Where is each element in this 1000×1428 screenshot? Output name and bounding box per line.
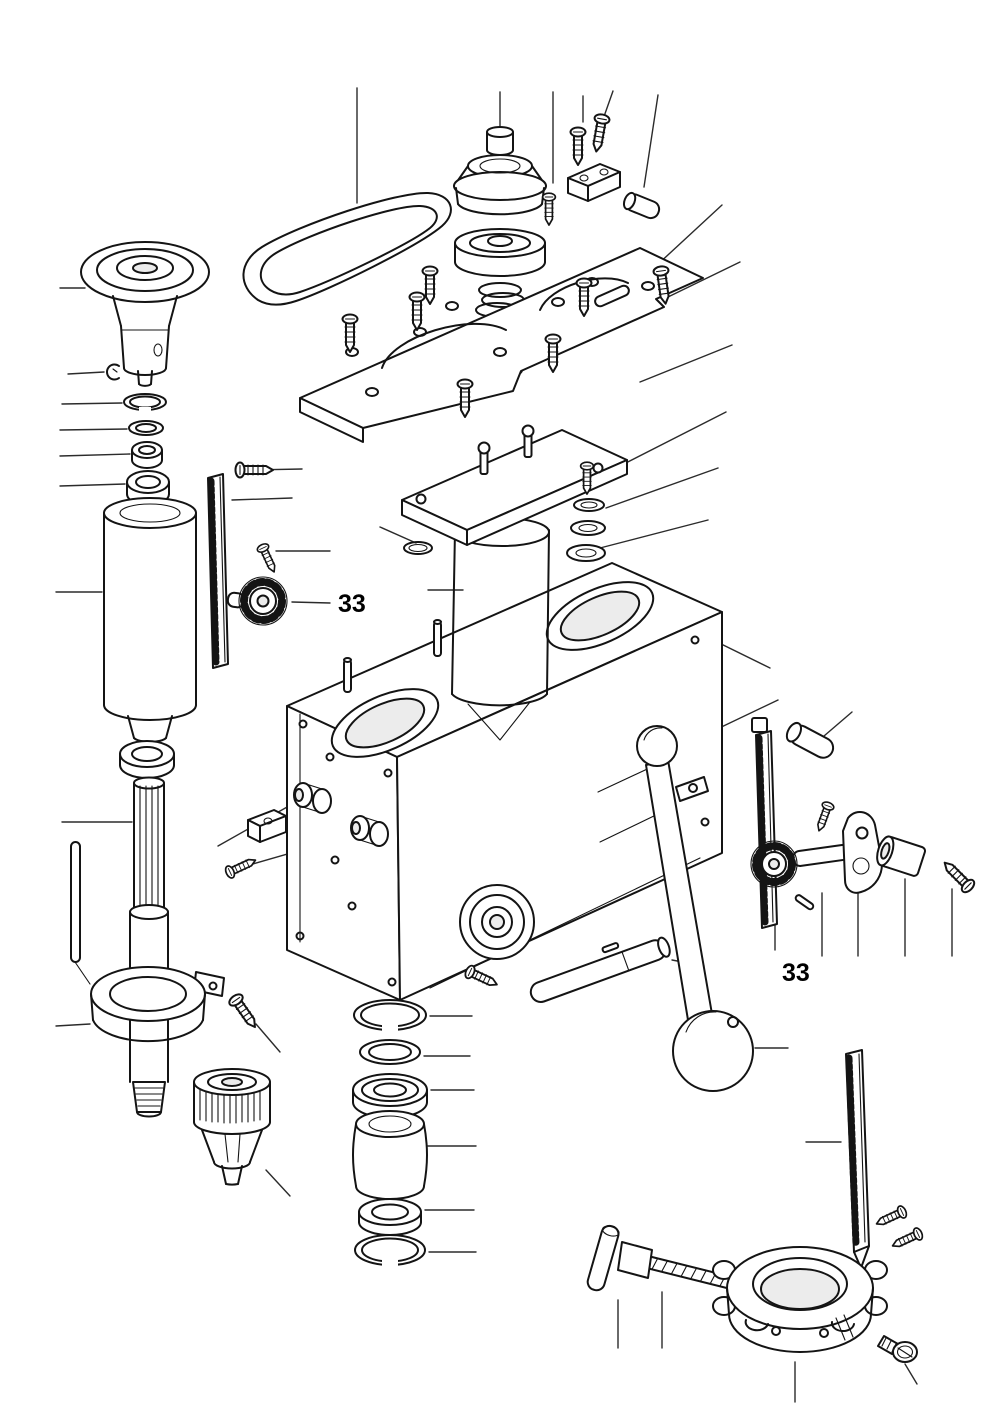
pinion-gear-upper xyxy=(226,576,288,626)
spindle-pulley xyxy=(454,228,546,277)
tommy-bar xyxy=(586,1224,620,1292)
stud xyxy=(521,424,535,458)
rack-column xyxy=(845,1049,870,1269)
snap-ring-small xyxy=(123,393,167,413)
flat-washer xyxy=(128,420,164,436)
switch-bracket xyxy=(247,809,287,843)
spacer-sleeve xyxy=(352,1110,428,1200)
screw xyxy=(341,313,359,353)
screw xyxy=(255,541,281,576)
bearing-small xyxy=(358,1198,422,1236)
cam-lever xyxy=(842,810,883,894)
callout-33-lower: 33 xyxy=(782,959,810,987)
screw xyxy=(408,291,426,331)
screw xyxy=(812,799,836,834)
ball-bearing-large xyxy=(352,1073,428,1119)
rack-lower xyxy=(751,717,778,929)
screw xyxy=(587,112,612,154)
mounting-bracket xyxy=(567,163,621,202)
screw xyxy=(569,126,587,166)
pin-small xyxy=(601,942,620,954)
column-clamp-collar xyxy=(712,1246,888,1353)
roll-pin xyxy=(785,721,835,759)
handle-ball-knob xyxy=(672,1010,754,1092)
motor-mount-plate xyxy=(299,247,704,443)
drill-chuck xyxy=(193,1068,271,1186)
clamp-collar xyxy=(90,966,225,1043)
stud xyxy=(477,441,491,475)
spline-shaft xyxy=(133,776,165,911)
handle-rod xyxy=(70,841,91,985)
screw xyxy=(873,1203,910,1231)
drive-belt xyxy=(242,191,452,306)
headstock-casting xyxy=(286,562,723,1001)
set-screw-large xyxy=(877,1335,918,1363)
e-clip xyxy=(106,363,120,381)
cross-rod xyxy=(529,936,671,1003)
screw xyxy=(226,991,263,1033)
quill-cylinder xyxy=(103,497,197,743)
flat-ring xyxy=(359,1039,421,1065)
bearing-lower xyxy=(119,740,175,779)
callout-33-upper: 33 xyxy=(338,590,366,618)
collar-nut xyxy=(131,441,163,469)
washer-stack xyxy=(566,498,606,562)
pin xyxy=(622,191,661,220)
boss-pair-lower xyxy=(350,815,389,847)
screw xyxy=(938,856,978,896)
screw xyxy=(889,1225,926,1253)
feed-hub xyxy=(80,241,210,387)
bearing-boss xyxy=(459,884,535,960)
threaded-tip xyxy=(132,1081,166,1118)
snap-ring-upper xyxy=(353,999,427,1034)
screw xyxy=(222,853,259,881)
retaining-ring xyxy=(403,541,433,555)
motor-pulley xyxy=(453,126,547,216)
bushing-sleeve xyxy=(876,835,927,877)
feed-handle-arm xyxy=(636,725,713,1021)
screw xyxy=(541,192,557,226)
rack-upper xyxy=(207,473,229,669)
screw xyxy=(462,963,501,992)
screw xyxy=(234,461,274,479)
boss-pair-upper xyxy=(293,782,332,814)
snap-ring-lower xyxy=(354,1234,426,1269)
